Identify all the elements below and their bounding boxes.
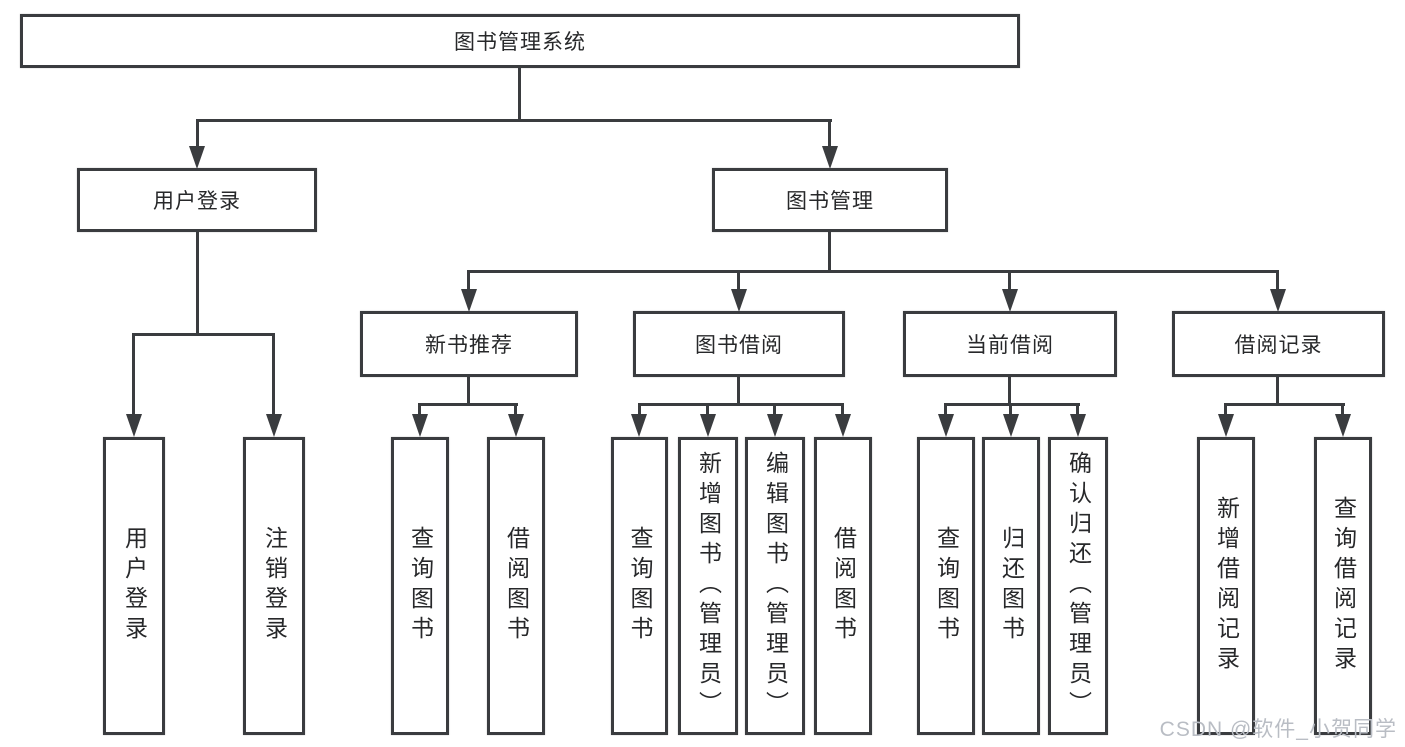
leaf-br-query-record-label: 查询借阅记录	[1330, 496, 1357, 676]
connector-drop-nb-query	[418, 403, 421, 417]
connector-root-stem	[518, 68, 521, 121]
leaf-nb-borrow-books-label: 借阅图书	[503, 526, 530, 646]
leaf-cb-return-books-label: 归还图书	[998, 526, 1025, 646]
arrowhead-borrow-records	[1270, 289, 1286, 312]
leaf-bb-add-books-admin: 新增图书（管理员）	[678, 437, 738, 735]
node-user-login: 用户登录	[77, 168, 317, 232]
node-book-mgmt-label: 图书管理	[786, 190, 874, 213]
node-book-borrow-label: 图书借阅	[695, 334, 783, 357]
connector-drop-cb-return	[1009, 403, 1012, 417]
leaf-br-add-record-label: 新增借阅记录	[1213, 496, 1240, 676]
watermark: CSDN @软件_小贺同学	[1159, 718, 1397, 741]
arrowhead-cb-return	[1003, 414, 1019, 437]
arrowhead-new-books	[461, 289, 477, 312]
arrowhead-br-add	[1218, 414, 1234, 437]
arrowhead-bb-add	[700, 414, 716, 437]
node-current-borrow: 当前借阅	[903, 311, 1117, 377]
connector-current-borrow-stem	[1008, 377, 1011, 406]
leaf-nb-borrow-books: 借阅图书	[487, 437, 545, 735]
connector-book-borrow-stem	[737, 377, 740, 406]
connector-new-books-bar	[418, 403, 518, 406]
connector-drop-login-leaf	[132, 333, 135, 416]
leaf-br-add-record: 新增借阅记录	[1197, 437, 1255, 735]
connector-drop-bb-query	[638, 403, 641, 417]
connector-drop-new-books	[467, 270, 470, 291]
arrowhead-nb-borrow	[508, 414, 524, 437]
arrowhead-login-leaf	[126, 414, 142, 437]
leaf-nb-query-books-label: 查询图书	[407, 526, 434, 646]
connector-drop-br-query	[1341, 403, 1344, 417]
leaf-user-login: 用户登录	[103, 437, 165, 735]
leaf-cb-confirm-return-admin-label: 确认归还（管理员）	[1065, 451, 1092, 721]
arrowhead-logout-leaf	[266, 414, 282, 437]
leaf-cb-confirm-return-admin: 确认归还（管理员）	[1048, 437, 1108, 735]
leaf-logout-label: 注销登录	[261, 526, 288, 646]
connector-drop-logout-leaf	[272, 333, 275, 416]
leaf-bb-query-books: 查询图书	[611, 437, 668, 735]
arrowhead-bb-edit	[767, 414, 783, 437]
arrowhead-cb-query	[938, 414, 954, 437]
arrowhead-book-borrow	[731, 289, 747, 312]
leaf-bb-edit-books-admin-label: 编辑图书（管理员）	[762, 451, 789, 721]
connector-drop-borrow-records	[1276, 270, 1279, 291]
arrowhead-bb-query	[631, 414, 647, 437]
leaf-bb-query-books-label: 查询图书	[627, 526, 653, 646]
connector-book-mgmt-stem	[828, 232, 831, 272]
arrowhead-nb-query	[412, 414, 428, 437]
connector-new-books-stem	[467, 377, 470, 406]
connector-borrow-records-bar	[1224, 403, 1345, 406]
connector-drop-current-borrow	[1008, 270, 1011, 291]
connector-book-mgmt-bar	[467, 270, 1279, 273]
node-root: 图书管理系统	[20, 14, 1020, 68]
connector-root-bar	[196, 119, 832, 122]
arrowhead-current-borrow	[1002, 289, 1018, 312]
arrowhead-book-mgmt	[822, 146, 838, 169]
connector-user-login-stem	[196, 232, 199, 336]
connector-drop-bb-borrow	[841, 403, 844, 417]
connector-drop-bb-add	[706, 403, 709, 417]
node-root-label: 图书管理系统	[454, 31, 586, 54]
leaf-bb-edit-books-admin: 编辑图书（管理员）	[745, 437, 805, 735]
leaf-bb-borrow-books-label: 借阅图书	[830, 526, 857, 646]
node-borrow-records-label: 借阅记录	[1234, 334, 1323, 357]
leaf-cb-query-books: 查询图书	[917, 437, 975, 735]
leaf-cb-query-books-label: 查询图书	[933, 526, 960, 646]
leaf-bb-borrow-books: 借阅图书	[814, 437, 872, 735]
node-current-borrow-label: 当前借阅	[966, 334, 1054, 357]
leaf-bb-add-books-admin-label: 新增图书（管理员）	[695, 451, 722, 721]
arrowhead-user-login	[189, 146, 205, 169]
node-borrow-records: 借阅记录	[1172, 311, 1385, 377]
connector-book-borrow-bar	[638, 403, 844, 406]
connector-drop-cb-query	[944, 403, 947, 417]
connector-current-borrow-bar	[944, 403, 1080, 406]
connector-drop-book-borrow	[737, 270, 740, 291]
connector-drop-bb-edit	[773, 403, 776, 417]
connector-drop-book-mgmt	[828, 119, 831, 148]
connector-user-login-bar	[132, 333, 275, 336]
node-new-books-label: 新书推荐	[425, 334, 513, 357]
arrowhead-bb-borrow	[835, 414, 851, 437]
connector-drop-cb-confirm	[1076, 403, 1079, 417]
arrowhead-br-query	[1335, 414, 1351, 437]
node-book-mgmt: 图书管理	[712, 168, 948, 232]
connector-drop-user-login	[196, 119, 199, 148]
leaf-br-query-record: 查询借阅记录	[1314, 437, 1372, 735]
arrowhead-cb-confirm	[1070, 414, 1086, 437]
leaf-nb-query-books: 查询图书	[391, 437, 449, 735]
connector-drop-nb-borrow	[514, 403, 517, 417]
leaf-logout: 注销登录	[243, 437, 305, 735]
leaf-cb-return-books: 归还图书	[982, 437, 1040, 735]
node-new-books: 新书推荐	[360, 311, 578, 377]
node-user-login-label: 用户登录	[153, 190, 241, 213]
leaf-user-login-label: 用户登录	[121, 526, 148, 646]
connector-drop-br-add	[1224, 403, 1227, 417]
connector-borrow-records-stem	[1276, 377, 1279, 406]
node-book-borrow: 图书借阅	[633, 311, 845, 377]
